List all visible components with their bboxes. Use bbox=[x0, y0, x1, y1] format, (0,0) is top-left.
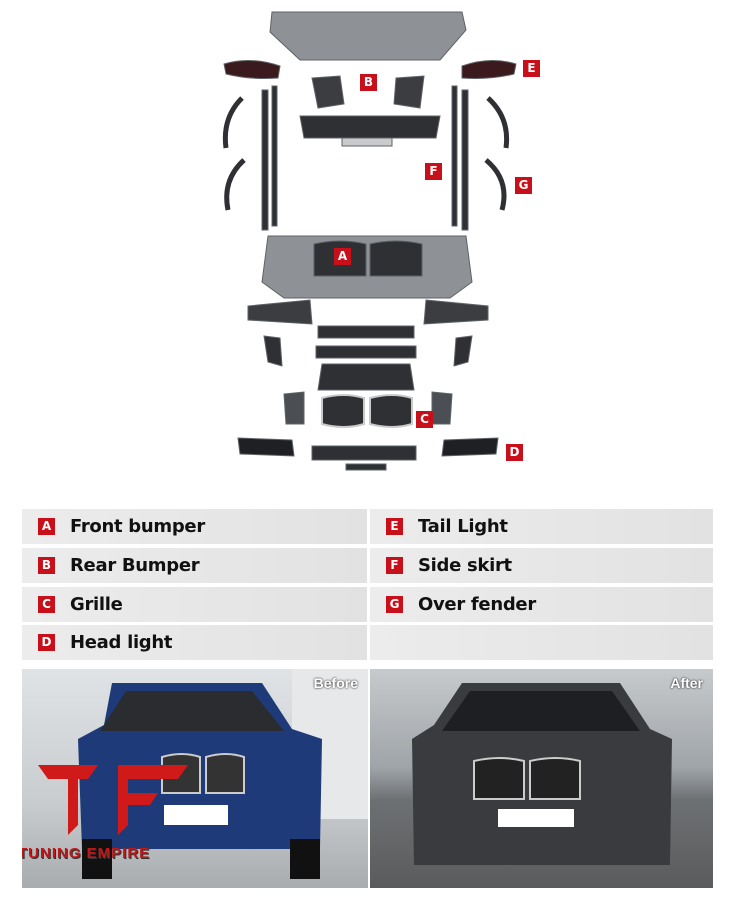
tag-c: C bbox=[416, 411, 433, 428]
fog-trim-left bbox=[263, 335, 283, 367]
front-bracket-right bbox=[423, 299, 489, 325]
rear-trim bbox=[341, 137, 393, 147]
side-skirt-right-2 bbox=[461, 89, 469, 231]
legend-row: C Grille bbox=[22, 587, 367, 622]
rear-bumper-shape bbox=[269, 11, 467, 61]
before-photo: TUNING EMPIRE Before bbox=[22, 669, 368, 888]
tag-g: G bbox=[515, 177, 532, 194]
legend-letter: G bbox=[386, 596, 403, 613]
watermark-text: TUNING EMPIRE bbox=[22, 845, 151, 862]
grille-frame-2 bbox=[315, 345, 417, 359]
tag-b: B bbox=[360, 74, 377, 91]
legend-letter: B bbox=[38, 557, 55, 574]
legend-letter: D bbox=[38, 634, 55, 651]
legend-letter: A bbox=[38, 518, 55, 535]
legend-row: F Side skirt bbox=[370, 548, 713, 583]
vent-left bbox=[283, 391, 305, 425]
legend-letter: F bbox=[386, 557, 403, 574]
legend-letter: E bbox=[386, 518, 403, 535]
legend-letter: C bbox=[38, 596, 55, 613]
inner-grille bbox=[317, 363, 415, 391]
legend-label: Head light bbox=[70, 632, 173, 653]
head-light-left bbox=[237, 437, 295, 457]
lower-trim bbox=[311, 445, 417, 461]
front-bracket-left bbox=[247, 299, 313, 325]
after-car bbox=[412, 683, 672, 865]
legend-label: Rear Bumper bbox=[70, 555, 200, 576]
fender-right-bottom bbox=[484, 158, 507, 211]
legend-row: A Front bumper bbox=[22, 509, 367, 544]
legend-row: G Over fender bbox=[370, 587, 713, 622]
fender-left-bottom bbox=[224, 158, 246, 211]
tag-e: E bbox=[523, 60, 540, 77]
side-skirt-left-2 bbox=[271, 85, 278, 227]
kidney-grille bbox=[321, 394, 413, 428]
rear-diffuser bbox=[299, 115, 441, 139]
fender-right-top bbox=[486, 96, 510, 149]
legend-label: Side skirt bbox=[418, 555, 512, 576]
grille-frame-1 bbox=[317, 325, 415, 339]
before-label: Before bbox=[313, 675, 358, 691]
tag-f: F bbox=[425, 163, 442, 180]
tail-light-right bbox=[461, 60, 517, 79]
legend-label: Grille bbox=[70, 594, 123, 615]
parts-diagram: A B C D E F G bbox=[222, 11, 540, 471]
legend-label: Over fender bbox=[418, 594, 536, 615]
legend-row: E Tail Light bbox=[370, 509, 713, 544]
after-photo: After bbox=[370, 669, 713, 888]
front-bumper-shape bbox=[261, 235, 473, 299]
tag-a: A bbox=[334, 248, 351, 265]
fog-trim-right bbox=[453, 335, 473, 367]
legend-label: Front bumper bbox=[70, 516, 205, 537]
before-car bbox=[78, 669, 368, 879]
tail-light-left bbox=[223, 60, 281, 79]
rear-bracket-left bbox=[311, 75, 345, 109]
lower-strip bbox=[345, 463, 387, 471]
fender-left-top bbox=[222, 96, 244, 149]
rear-bracket-right bbox=[393, 75, 425, 109]
tuning-empire-logo bbox=[38, 765, 188, 835]
legend-label: Tail Light bbox=[418, 516, 508, 537]
legend-row: D Head light bbox=[22, 625, 367, 660]
parts-illustration bbox=[222, 11, 517, 471]
side-skirt-right bbox=[451, 85, 458, 227]
head-light-right bbox=[441, 437, 499, 457]
tag-d: D bbox=[506, 444, 523, 461]
after-label: After bbox=[670, 675, 703, 691]
legend-row: B Rear Bumper bbox=[22, 548, 367, 583]
side-skirt-left bbox=[261, 89, 269, 231]
legend-row-empty bbox=[370, 625, 713, 660]
vent-right bbox=[431, 391, 453, 425]
